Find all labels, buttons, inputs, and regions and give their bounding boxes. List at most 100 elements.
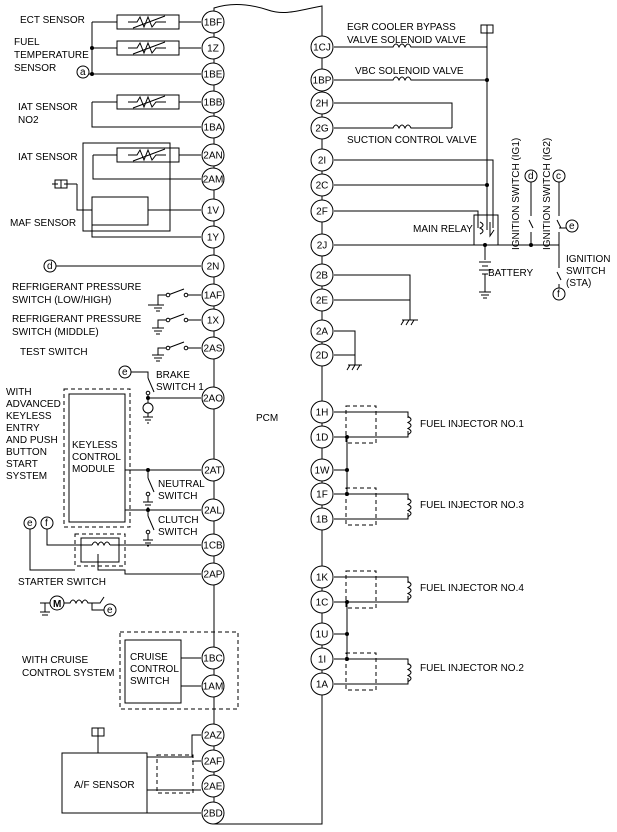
svg-text:1A: 1A	[316, 680, 329, 691]
egr-label-2: VALVE SOLENOID VALVE	[347, 35, 466, 46]
svg-text:2AZ: 2AZ	[204, 731, 222, 742]
ig1-label: IGNITION SWITCH (IG1)	[511, 138, 522, 250]
svg-text:e: e	[27, 518, 33, 529]
left-pin-1z: 1Z	[201, 36, 225, 60]
svg-text:2AO: 2AO	[203, 394, 223, 405]
svg-text:2J: 2J	[317, 241, 328, 252]
svg-text:1AF: 1AF	[204, 291, 222, 302]
svg-text:1V: 1V	[207, 206, 220, 217]
svg-text:START: START	[6, 459, 38, 470]
fuel-temp-label-1: FUEL	[14, 37, 40, 48]
clutch-switch-label-1: CLUTCH	[158, 515, 199, 526]
af-sensor-box	[61, 752, 148, 814]
left-pin-2bd: 2BD	[201, 801, 225, 825]
refrig-lowhigh-label-1: REFRIGERANT PRESSURE	[12, 282, 142, 293]
svg-text:SYSTEM: SYSTEM	[6, 471, 47, 482]
af-sensor-label: A/F SENSOR	[74, 780, 135, 791]
svg-text:1BA: 1BA	[204, 123, 223, 134]
sta-label-1: IGNITION	[566, 254, 610, 265]
right-pin-2i: 2I	[310, 148, 334, 172]
svg-text:e: e	[122, 367, 128, 378]
main-relay-coil-icon	[478, 221, 495, 238]
starter-motor-label: M	[53, 599, 61, 610]
injector-2-label: FUEL INJECTOR NO.2	[420, 663, 524, 674]
svg-text:e: e	[107, 605, 113, 616]
suction-valve-label: SUCTION CONTROL VALVE	[347, 135, 477, 146]
neutral-switch-icon	[143, 477, 155, 509]
svg-text:2AP: 2AP	[204, 570, 223, 581]
connector-a	[76, 65, 90, 79]
right-pin-1a: 1A	[310, 672, 334, 696]
iat-maf-housing	[82, 142, 171, 232]
ig1-switch-icon	[528, 182, 534, 245]
svg-text:ADVANCED: ADVANCED	[6, 399, 61, 410]
right-pin-1f: 1F	[310, 482, 334, 506]
ground-2b-icon	[400, 319, 418, 326]
keyless-control-module-box	[68, 393, 126, 523]
right-pin-2j: 2J	[310, 233, 334, 257]
neutral-switch-label-2: SWITCH	[158, 491, 197, 502]
right-pin-1d: 1D	[310, 425, 334, 449]
left-pin-2az: 2AZ	[201, 723, 225, 747]
left-pin-1am: 1AM	[201, 674, 225, 698]
svg-text:2AF: 2AF	[204, 757, 222, 768]
svg-text:1H: 1H	[316, 408, 329, 419]
ig2-label: IGNITION SWITCH (IG2)	[542, 138, 553, 250]
svg-text:2G: 2G	[315, 124, 329, 135]
svg-text:f: f	[45, 518, 48, 529]
pcm-outline	[213, 3, 323, 825]
left-pin-2am: 2AM	[201, 167, 225, 191]
svg-text:d: d	[47, 261, 53, 272]
svg-text:1B: 1B	[316, 515, 329, 526]
svg-text:2AS: 2AS	[204, 344, 223, 355]
left-pin-1y: 1Y	[201, 225, 225, 249]
right-pin-2b: 2B	[310, 263, 334, 287]
sta-label-2: SWITCH	[566, 266, 605, 277]
right-pin-1b: 1B	[310, 507, 334, 531]
cruise-control-switch-box	[124, 639, 182, 704]
refrig-lowhigh-switch-icon	[148, 288, 201, 306]
svg-text:a: a	[80, 67, 86, 78]
svg-text:c: c	[556, 171, 561, 182]
right-pin-1c: 1C	[310, 590, 334, 614]
svg-text:2C: 2C	[316, 181, 329, 192]
refrig-middle-label-2: SWITCH (MIDDLE)	[12, 327, 99, 338]
vbc-label: VBC SOLENOID VALVE	[355, 66, 464, 77]
ig2-switch-icon	[556, 182, 562, 245]
injector-3-label: FUEL INJECTOR NO.3	[420, 500, 524, 511]
svg-text:1CJ: 1CJ	[313, 43, 331, 54]
fuel-temp-label-2: TEMPERATURE	[14, 50, 89, 61]
left-pin-1bf: 1BF	[201, 10, 225, 34]
maf-sensor-box	[91, 196, 149, 226]
brake-switch-label-2: SWITCH 1	[156, 382, 204, 393]
injector-1-label: FUEL INJECTOR NO.1	[420, 419, 524, 430]
svg-text:1C: 1C	[316, 598, 329, 609]
svg-text:1I: 1I	[318, 655, 326, 666]
svg-text:2D: 2D	[316, 351, 329, 362]
clutch-switch-icon	[143, 515, 155, 547]
connector-f-sta	[552, 287, 566, 301]
right-pin-1k: 1K	[310, 565, 334, 589]
svg-text:1K: 1K	[316, 573, 329, 584]
left-pin-1be: 1BE	[201, 62, 225, 86]
starter-coil-icon	[64, 599, 92, 605]
sta-label-3: (STA)	[566, 278, 591, 289]
left-pin-1af: 1AF	[201, 283, 225, 307]
svg-text:1U: 1U	[316, 630, 329, 641]
egr-ground-icon	[480, 24, 494, 47]
ect-sensor-label: ECT SENSOR	[20, 15, 85, 26]
injector-coil-2	[406, 498, 412, 517]
svg-text:2AM: 2AM	[203, 175, 224, 186]
right-pin-2e: 2E	[310, 288, 334, 312]
right-pin-column: 1CJ1BP2H2G2I2C2F2J2B2E2A2D1H1D1W1F1B1K1C…	[310, 35, 334, 696]
injector-coil-1	[406, 416, 412, 435]
svg-text:KEYLESS: KEYLESS	[6, 411, 52, 422]
suction-valve-coil-icon	[334, 124, 452, 130]
svg-text:2I: 2I	[318, 156, 326, 167]
right-pin-1w: 1W	[310, 458, 334, 482]
left-pin-1x: 1X	[201, 308, 225, 332]
svg-text:KEYLESS: KEYLESS	[72, 440, 118, 451]
left-pin-2an: 2AN	[201, 143, 225, 167]
maf-sensor-label: MAF SENSOR	[10, 218, 76, 229]
